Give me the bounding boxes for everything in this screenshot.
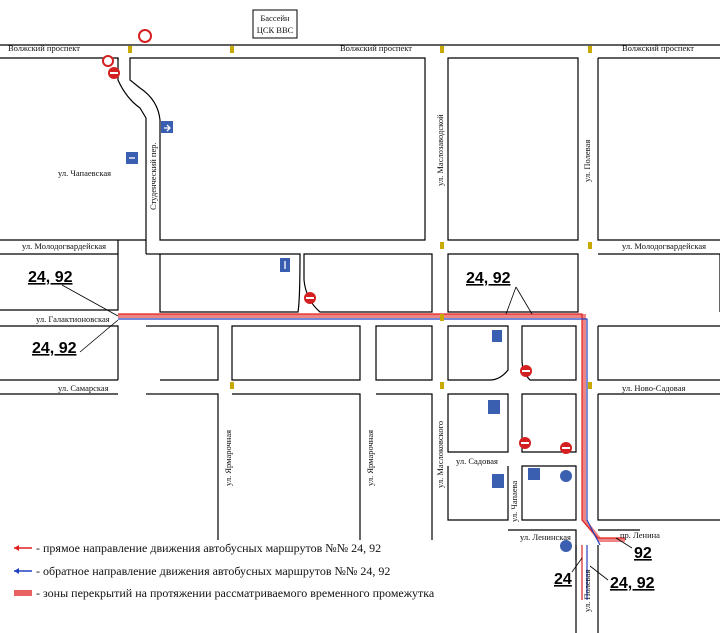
traffic-light (588, 46, 592, 53)
route-label-5: 24 (554, 571, 572, 588)
street-studencheskiy: Студенческий пер. (148, 142, 158, 210)
street-chapaeva: ул. Чапаева (509, 480, 519, 522)
legend-text-closure: - зоны перекрытий на протяжении рассматр… (36, 586, 435, 600)
reverse-route-line (118, 318, 601, 546)
street-molodogv-right: ул. Молодогвардейская (622, 241, 706, 251)
block-r3-2 (231, 325, 361, 381)
roundabout-sign-icon (560, 540, 572, 552)
traffic-light (588, 382, 592, 389)
no-entry-sign-icon (304, 292, 316, 304)
legend-text-reverse: - обратное направление движения автобусн… (36, 564, 390, 578)
street-volzhsky-left: Волжский проспект (8, 43, 80, 53)
street-yaroslavka-2: ул. Ярмарочная (365, 430, 375, 486)
no-turn-sign-icon (138, 29, 152, 43)
block-r4-4 (447, 393, 509, 453)
block-r4-3 (376, 393, 433, 540)
street-maslovskaya-top: ул. Маслозаводской (435, 114, 445, 186)
direction-sign-icon (126, 152, 138, 164)
block-r2-3 (447, 253, 579, 313)
roundabout-sign-icon (560, 470, 572, 482)
no-entry-sign-icon (520, 365, 532, 377)
direction-sign-icon (161, 121, 173, 133)
block-r2-4 (598, 253, 720, 312)
block-3 (597, 58, 720, 241)
block-r3-3 (375, 325, 433, 381)
block-r4-5 (521, 393, 577, 453)
block-r5-4 (447, 466, 509, 521)
legend-item-reverse: - обратное направление движения автобусн… (14, 564, 390, 578)
road-signs (102, 29, 572, 552)
legend: - прямое направление движения автобусных… (14, 541, 435, 600)
street-yaroslavka-1: ул. Ярмарочная (223, 430, 233, 486)
block-r2-2 (303, 253, 433, 313)
block-r4-2 (232, 393, 361, 540)
block-2 (447, 57, 579, 241)
no-entry-sign-icon (519, 437, 531, 449)
street-pr-lenina: пр. Ленина (620, 530, 660, 540)
closure-zone (118, 314, 625, 542)
legend-text-forward: - прямое направление движения автобусных… (36, 541, 381, 555)
traffic-light (128, 46, 132, 53)
no-turn-sign-icon (102, 55, 114, 67)
route-lines (118, 313, 625, 600)
block-r2-0 (0, 253, 119, 311)
landmark-line2: ЦСК ВВС (257, 25, 294, 35)
traffic-light (230, 382, 234, 389)
street-maslovskaya-bot: ул. Маслоковского (435, 421, 445, 488)
route-label-3: 24, 92 (466, 270, 511, 287)
route-label-1: 24, 92 (28, 269, 73, 286)
block-r4-1 (160, 393, 219, 540)
no-entry-sign-icon (560, 442, 572, 454)
block-r3-6b (597, 326, 720, 381)
street-leninskaya: ул. Ленинская (520, 532, 571, 542)
street-molodogv-left: ул. Молодогвардейская (22, 241, 106, 251)
block-0-edge (0, 57, 119, 60)
block-r3-1 (160, 325, 219, 381)
route-label-2: 24, 92 (32, 340, 77, 357)
direction-sign-icon (492, 330, 502, 342)
traffic-light (440, 242, 444, 249)
street-polevaya-top: ул. Полевая (582, 140, 592, 182)
block-r5-5 (521, 465, 577, 521)
legend-item-forward: - прямое направление движения автобусных… (14, 541, 381, 555)
block-r2-1 (159, 253, 301, 313)
street-volzhsky-right: Волжский проспект (622, 43, 694, 53)
block-1 (129, 57, 426, 241)
direction-sign-icon (492, 474, 504, 488)
traffic-lights (128, 46, 592, 389)
traffic-light (588, 242, 592, 249)
block-r3-4 (447, 325, 509, 381)
street-galaktion: ул. Галактионовская (36, 314, 110, 324)
street-sadovaya: ул. Садовая (456, 456, 498, 466)
no-entry-sign-icon (108, 67, 120, 79)
direction-sign-icon (528, 468, 540, 480)
direction-sign-icon (488, 400, 500, 414)
landmark-line1: Бассейн (260, 13, 290, 23)
block-0 (0, 58, 147, 241)
street-chapaevskaya: ул. Чапаевская (58, 168, 111, 178)
street-novosadovaya: ул. Ново-Садовая (622, 383, 685, 393)
landmark-box: Бассейн ЦСК ВВС (252, 9, 298, 39)
block-r4-6b (597, 394, 720, 521)
direction-sign-icon (280, 258, 290, 272)
street-volzhsky-mid: Волжский проспект (340, 43, 412, 53)
traffic-light (440, 46, 444, 53)
forward-route-line (118, 313, 625, 539)
traffic-light (230, 46, 234, 53)
street-polevaya-bot: ул. Полевая (582, 570, 592, 612)
block-r3-0 (0, 325, 119, 380)
traffic-light (440, 382, 444, 389)
route-label-6: 24, 92 (610, 575, 655, 592)
street-labels: Волжский проспект Волжский проспект Волж… (8, 43, 706, 612)
route-callouts: 24, 92 24, 92 24, 92 92 24 24, 92 (28, 269, 655, 592)
traffic-light (440, 314, 444, 321)
route-label-4: 92 (634, 545, 652, 562)
legend-item-closure: - зоны перекрытий на протяжении рассматр… (14, 586, 435, 600)
street-samarskaya: ул. Самарская (58, 383, 109, 393)
